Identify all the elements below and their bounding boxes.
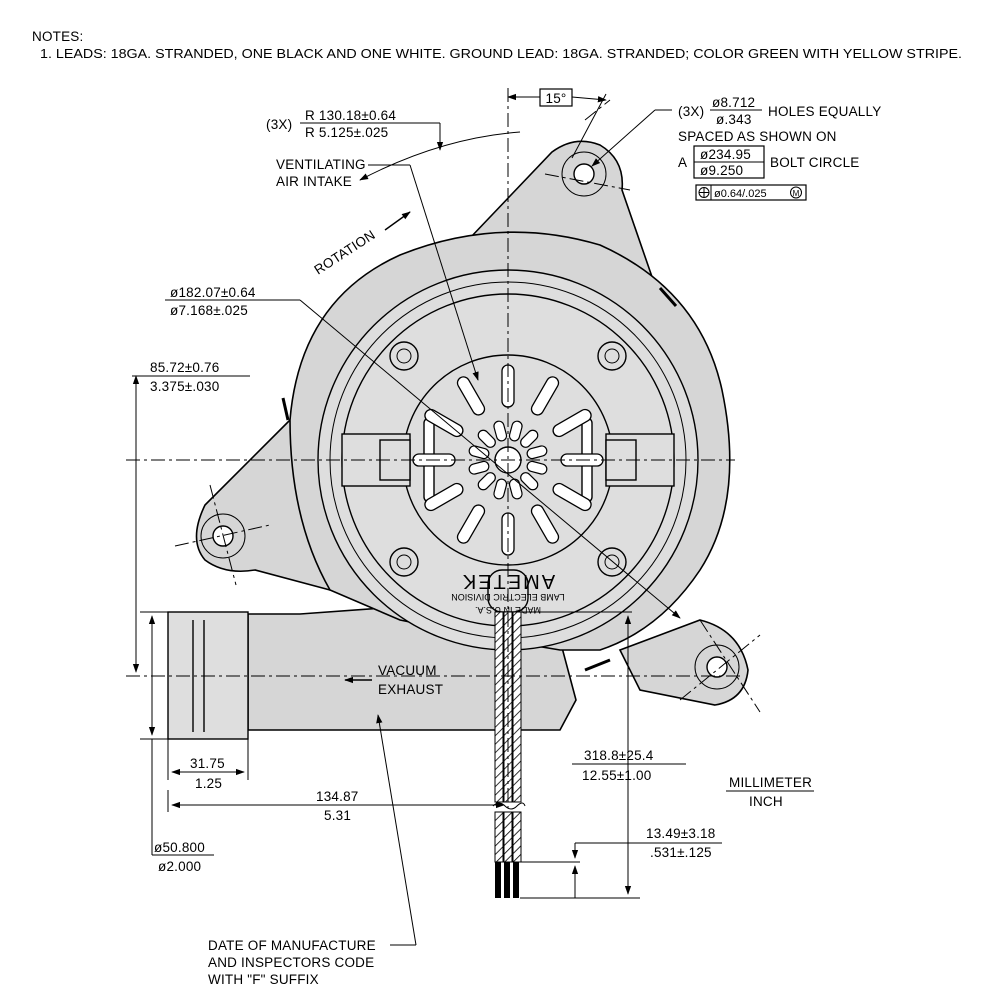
offset-mm: 85.72±0.76 bbox=[150, 360, 219, 375]
cooling-slot bbox=[530, 376, 560, 416]
inner-cooling-slot bbox=[508, 478, 523, 500]
vacuum-exhaust-label: VACUUM EXHAUST bbox=[344, 663, 443, 697]
angle-value: 15° bbox=[545, 91, 566, 106]
holes-text-1: HOLES EQUALLY bbox=[768, 104, 881, 119]
hole-mm: ø8.712 bbox=[712, 95, 755, 110]
bolt-mm: ø234.95 bbox=[700, 147, 751, 162]
inner-cooling-slot bbox=[477, 472, 496, 491]
tolerance-value: ø0.64/.025 bbox=[714, 188, 767, 200]
lead-length-dimension: 318.8±25.4 12.55±1.00 bbox=[520, 611, 686, 899]
dia-mm: ø182.07±0.64 bbox=[170, 285, 256, 300]
cooling-slots bbox=[412, 364, 604, 556]
inner-cooling-slot bbox=[477, 429, 496, 448]
bottom-mounting-ear bbox=[618, 619, 749, 706]
cooling-slot bbox=[552, 482, 592, 512]
inner-cooling-slot bbox=[508, 420, 523, 442]
strip-mm: 13.49±3.18 bbox=[646, 826, 715, 841]
dia-in: ø7.168±.025 bbox=[170, 303, 248, 318]
rotation-label: ROTATION bbox=[311, 227, 377, 277]
exhaust-dia-in: ø2.000 bbox=[158, 859, 201, 874]
flange-in: 1.25 bbox=[195, 776, 222, 791]
offset-dimension: 85.72±0.76 3.375±.030 bbox=[132, 360, 250, 673]
bolt-prefix: A bbox=[678, 155, 687, 170]
nameplate-origin: MADE IN U.S.A. bbox=[475, 605, 541, 615]
radius-dimension: (3X) R 130.18±0.64 R 5.125±.025 bbox=[266, 108, 521, 181]
strip-in: .531±.125 bbox=[650, 845, 712, 860]
inner-cooling-slot bbox=[520, 472, 539, 491]
power-leads bbox=[492, 611, 526, 898]
date-line-1: DATE OF MANUFACTURE bbox=[208, 938, 376, 953]
date-line-2: AND INSPECTORS CODE bbox=[208, 955, 374, 970]
units-in: INCH bbox=[749, 794, 783, 809]
inner-cooling-slot bbox=[520, 429, 539, 448]
lead-pos-in: 5.31 bbox=[324, 808, 351, 823]
motor-housing: AMETEK LAMB ELECTRIC DIVISION MADE IN U.… bbox=[167, 140, 749, 740]
date-line-3: WITH "F" SUFFIX bbox=[208, 972, 319, 987]
inner-cooling-slot bbox=[526, 445, 548, 460]
lead-len-mm: 318.8±25.4 bbox=[584, 748, 654, 763]
cooling-slot bbox=[456, 376, 486, 416]
ventilating-line-2: AIR INTAKE bbox=[276, 174, 352, 189]
tolerance-modifier: M bbox=[793, 189, 800, 198]
inner-cooling-slot bbox=[493, 478, 508, 500]
inner-cooling-slot bbox=[468, 445, 490, 460]
cooling-slot bbox=[424, 482, 464, 512]
ventilating-line-1: VENTILATING bbox=[276, 157, 366, 172]
angle-dimension: 15° bbox=[507, 88, 607, 159]
exhaust-dia-mm: ø50.800 bbox=[154, 840, 205, 855]
holes-text-2: SPACED AS SHOWN ON bbox=[678, 129, 837, 144]
bolt-in: ø9.250 bbox=[700, 163, 743, 178]
cooling-slot bbox=[456, 504, 486, 544]
cooling-slot bbox=[552, 408, 592, 438]
offset-in: 3.375±.030 bbox=[150, 379, 219, 394]
units-legend: MILLIMETER INCH bbox=[726, 775, 814, 809]
flange-mm: 31.75 bbox=[190, 756, 225, 771]
motor-bolt-top-right bbox=[597, 341, 627, 371]
motor-bolt-bottom-left bbox=[389, 547, 419, 577]
lead-pos-mm: 134.87 bbox=[316, 789, 359, 804]
holes-prefix: (3X) bbox=[678, 104, 704, 119]
inner-cooling-slot bbox=[493, 420, 508, 442]
lead-len-in: 12.55±1.00 bbox=[582, 768, 651, 783]
motor-bolt-top-left bbox=[389, 341, 419, 371]
mounting-hole-bottom bbox=[706, 656, 728, 678]
ventilating-label: VENTILATING AIR INTAKE bbox=[276, 157, 479, 381]
inner-cooling-slot bbox=[468, 460, 490, 475]
holes-callout: (3X) ø8.712 ø.343 HOLES EQUALLY SPACED A… bbox=[591, 95, 881, 201]
notes-title: NOTES: bbox=[32, 29, 83, 44]
vacuum-line-2: EXHAUST bbox=[378, 682, 443, 697]
strip-length-dimension: 13.49±3.18 .531±.125 bbox=[520, 826, 722, 898]
radius-mm: R 130.18±0.64 bbox=[305, 108, 396, 123]
inner-cooling-slot bbox=[526, 460, 548, 475]
date-code-label: DATE OF MANUFACTURE AND INSPECTORS CODE … bbox=[208, 714, 417, 987]
exhaust-diameter-dimension: ø50.800 ø2.000 bbox=[140, 611, 214, 874]
vacuum-line-1: VACUUM bbox=[378, 663, 437, 678]
radius-prefix: (3X) bbox=[266, 117, 292, 132]
cooling-slot bbox=[530, 504, 560, 544]
motor-bolt-bottom-right bbox=[597, 547, 627, 577]
units-mm: MILLIMETER bbox=[729, 775, 812, 790]
housing-diameter-dimension: ø182.07±0.64 ø7.168±.025 bbox=[165, 285, 681, 619]
flange-width-dimension: 31.75 1.25 bbox=[167, 730, 249, 791]
bolt-circle-text: BOLT CIRCLE bbox=[770, 155, 859, 170]
notes-line-1: 1. LEADS: 18GA. STRANDED, ONE BLACK AND … bbox=[40, 47, 962, 61]
center-lines bbox=[126, 88, 761, 808]
hole-in: ø.343 bbox=[716, 112, 752, 127]
mounting-hole-top bbox=[573, 163, 595, 185]
radius-in: R 5.125±.025 bbox=[305, 125, 388, 140]
cooling-slot bbox=[424, 408, 464, 438]
lead-position-dimension: 134.87 5.31 bbox=[167, 789, 505, 823]
